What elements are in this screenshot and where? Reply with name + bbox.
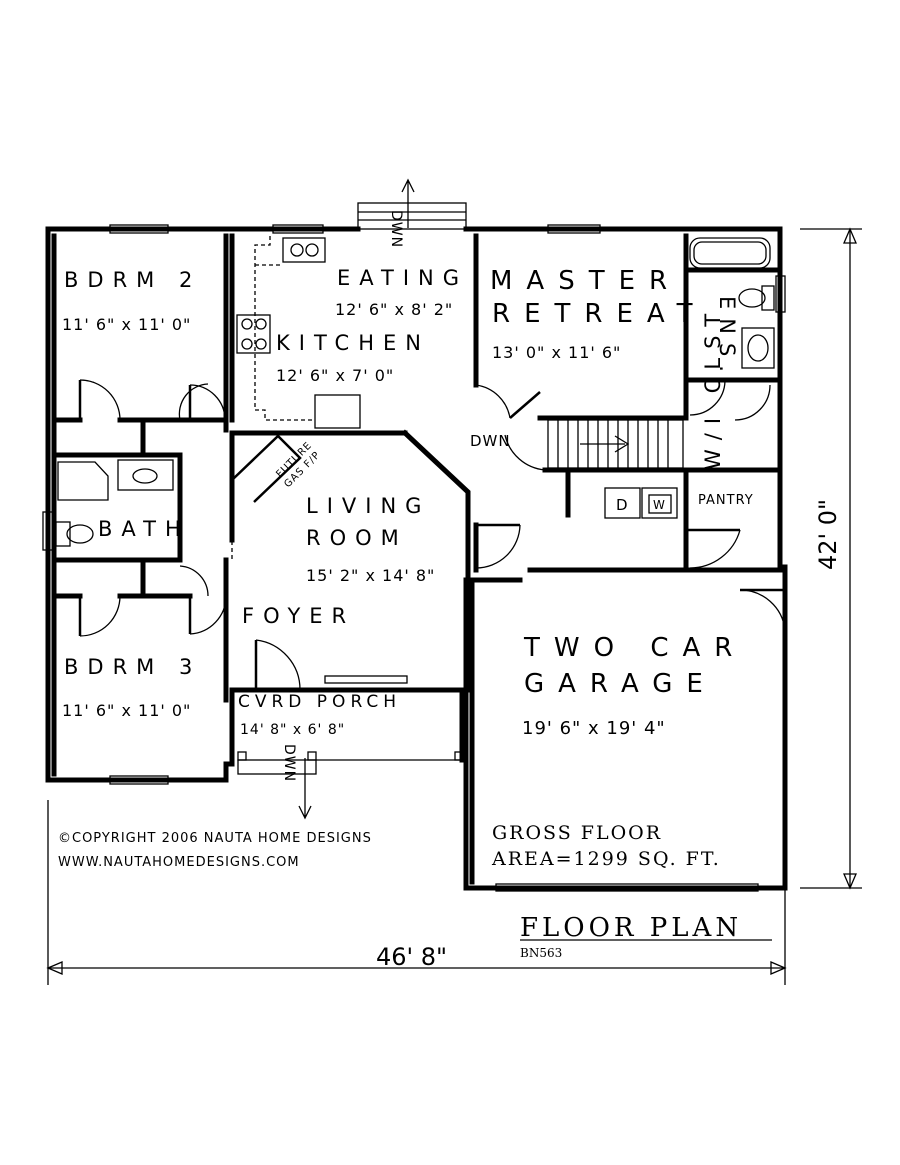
interior-walls <box>51 233 788 763</box>
room-label-master-line1: MASTER <box>490 266 681 296</box>
room-label-living-line1: LIVING <box>306 494 430 518</box>
room-dim-kitchen: 12' 6" x 7' 0" <box>276 366 394 385</box>
room-label-garage-line1: TWO CAR <box>523 633 746 663</box>
room-label-ensuite: ENS. <box>715 296 739 381</box>
windows <box>42 224 786 892</box>
dimension-lines <box>46 227 862 985</box>
website-text: WWW.NAUTAHOMEDESIGNS.COM <box>58 855 300 870</box>
washer-label: W <box>653 498 666 512</box>
room-label-bdrm2: BDRM 2 <box>64 268 201 292</box>
overall-depth-dimension: 42' 0" <box>814 499 842 570</box>
down-label-rear: DWN <box>388 210 404 248</box>
plan-title: FLOOR PLAN <box>520 913 742 943</box>
doors <box>78 379 786 691</box>
room-dim-living: 15' 2" x 14' 8" <box>306 566 435 585</box>
room-label-porch: CVRD PORCH <box>238 692 401 712</box>
overall-width-dimension: 46' 8" <box>376 943 447 971</box>
room-label-bath: BATH <box>98 517 190 541</box>
gross-floor-area-line1: GROSS FLOOR <box>492 822 662 844</box>
room-dim-master: 13' 0" x 11' 6" <box>492 343 621 362</box>
room-label-eating: EATING <box>337 266 468 290</box>
gross-floor-area-line2: AREA=1299 SQ. FT. <box>491 848 721 870</box>
plan-code: BN563 <box>520 946 562 960</box>
room-label-living-line2: ROOM <box>306 526 408 550</box>
down-label-stair: DWN <box>470 432 511 450</box>
room-dim-eating: 12' 6" x 8' 2" <box>335 300 453 319</box>
copyright-text: ©COPYRIGHT 2006 NAUTA HOME DESIGNS <box>58 831 372 846</box>
room-label-kitchen: KITCHEN <box>276 331 430 355</box>
room-dim-porch: 14' 8" x 6' 8" <box>240 722 345 738</box>
fixtures <box>55 178 775 820</box>
exterior-walls <box>45 226 788 891</box>
room-dim-bdrm2: 11' 6" x 11' 0" <box>62 315 191 334</box>
room-label-master-line2: RETREAT <box>492 299 707 329</box>
room-label-bdrm3: BDRM 3 <box>64 655 201 679</box>
room-label-foyer: FOYER <box>242 604 355 628</box>
room-label-walk-in-closet: W/I CLST <box>701 305 725 470</box>
room-label-garage-line2: GARAGE <box>524 669 717 699</box>
room-dim-bdrm3: 11' 6" x 11' 0" <box>62 701 191 720</box>
room-dim-garage: 19' 6" x 19' 4" <box>522 718 666 739</box>
down-label-porch: DWN <box>281 744 297 782</box>
dryer-label: D <box>616 496 629 514</box>
room-label-pantry: PANTRY <box>698 493 754 508</box>
